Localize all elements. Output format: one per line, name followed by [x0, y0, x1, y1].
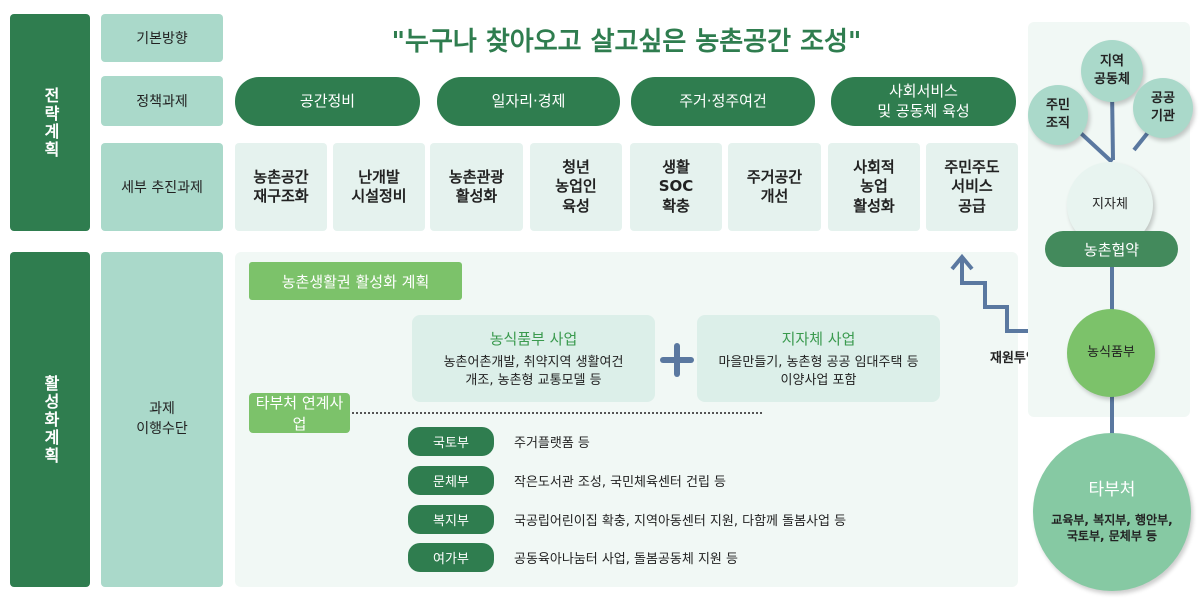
mafra-node: 농식품부	[1067, 309, 1155, 397]
plus-icon-vertical	[674, 343, 680, 377]
ministry-pill: 국토부	[408, 427, 494, 456]
ministry-desc: 작은도서관 조성, 국민체육센터 건립 등	[514, 475, 727, 490]
mafra-project-desc: 농촌어촌개발, 취약지역 생활여건 개조, 농촌형 교통모델 등	[443, 354, 624, 388]
detail-box: 농촌공간 재구조화	[235, 143, 327, 231]
local-project-title: 지자체 사업	[781, 329, 856, 348]
policy-pill: 공간정비	[235, 77, 420, 126]
policy-task-label: 정책과제	[101, 76, 223, 126]
rural-agreement-pill: 농촌협약	[1045, 231, 1178, 267]
other-ministry-title: 타부처	[1088, 480, 1136, 501]
detail-box: 난개발 시설정비	[333, 143, 425, 231]
ministry-pill: 문체부	[408, 466, 494, 495]
detail-box: 생활 SOC 확충	[630, 143, 722, 231]
funding-label: 재원투입	[990, 351, 1038, 366]
detail-box: 농촌관광 활성화	[430, 143, 523, 231]
ministry-desc: 주거플랫폼 등	[514, 436, 590, 451]
detail-box: 청년 농업인 육성	[530, 143, 622, 231]
policy-pill: 사회서비스 및 공동체 육성	[831, 77, 1016, 126]
ministry-pill: 복지부	[408, 505, 494, 534]
local-project-box: 지자체 사업 마을만들기, 농촌형 공공 임대주택 등 이양사업 포함	[697, 315, 940, 402]
page-title: "누구나 찾아오고 살고싶은 농촌공간 조성"	[391, 26, 862, 57]
funding-arrow-icon	[950, 253, 1034, 333]
ministry-desc: 국공립어린이집 확충, 지역아동센터 지원, 다함께 돌봄사업 등	[514, 514, 847, 529]
community-node: 지역 공동체	[1081, 40, 1143, 102]
detail-task-label: 세부 추진과제	[101, 143, 223, 231]
strategy-plan-label: 전략계획	[10, 14, 90, 231]
mafra-project-title: 농식품부 사업	[489, 329, 578, 348]
policy-pill: 주거·정주여건	[631, 77, 815, 126]
plan-label: 농촌생활권 활성화 계획	[249, 262, 462, 300]
ministry-pill: 여가부	[408, 543, 494, 572]
detail-box: 주민주도 서비스 공급	[926, 143, 1018, 231]
basic-direction-label: 기본방향	[101, 14, 223, 62]
means-label: 과제 이행수단	[101, 252, 223, 587]
activation-plan-label: 활성화계획	[10, 252, 90, 587]
detail-box: 주거공간 개선	[728, 143, 821, 231]
detail-box: 사회적 농업 활성화	[828, 143, 920, 231]
other-ministry-label: 타부처 연계사업	[249, 393, 350, 433]
ministry-desc: 공동육아나눔터 사업, 돌봄공동체 지원 등	[514, 552, 738, 567]
other-ministry-node: 타부처 교육부, 복지부, 행안부, 국토부, 문체부 등	[1033, 433, 1191, 591]
mafra-project-box: 농식품부 사업 농촌어촌개발, 취약지역 생활여건 개조, 농촌형 교통모델 등	[412, 315, 655, 402]
means-panel	[235, 252, 1018, 587]
public-agency-node: 공공 기관	[1133, 78, 1193, 138]
local-project-desc: 마을만들기, 농촌형 공공 임대주택 등 이양사업 포함	[718, 354, 919, 388]
other-ministry-desc: 교육부, 복지부, 행안부, 국토부, 문체부 등	[1051, 513, 1173, 544]
policy-pill: 일자리·경제	[437, 77, 620, 126]
dotted-divider	[352, 412, 762, 414]
resident-org-node: 주민 조직	[1028, 85, 1088, 145]
